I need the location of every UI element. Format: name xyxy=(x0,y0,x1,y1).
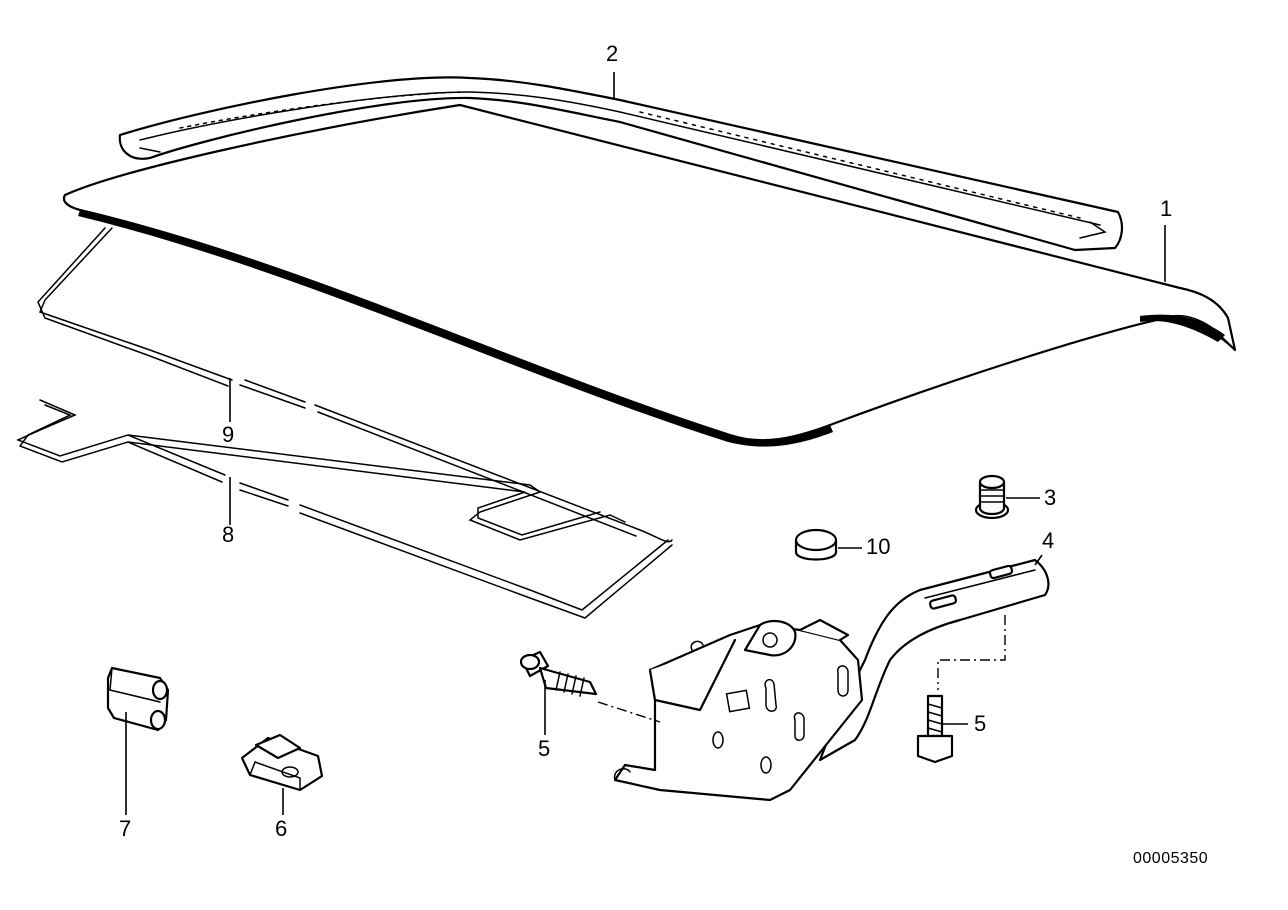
callout-8: 8 xyxy=(222,522,235,547)
reference-number: 00005350 xyxy=(1133,850,1209,867)
callout-10: 10 xyxy=(866,534,891,559)
torsion-bar-8 xyxy=(16,399,673,619)
callout-6: 6 xyxy=(275,816,288,841)
callout-2: 2 xyxy=(606,41,619,66)
callout-4: 4 xyxy=(1042,528,1055,553)
bolt-5a xyxy=(519,650,598,697)
plug-10 xyxy=(794,528,838,561)
callout-5-left: 5 xyxy=(538,736,551,761)
callout-9: 9 xyxy=(222,422,235,447)
callout-7: 7 xyxy=(119,816,132,841)
bolt-5b xyxy=(916,694,954,764)
hinge-4 xyxy=(818,558,1050,762)
leader-lines xyxy=(125,72,1166,815)
buffer-3 xyxy=(974,474,1010,520)
trunk-lid xyxy=(62,103,1237,447)
callout-3: 3 xyxy=(1044,485,1057,510)
seal-gasket xyxy=(118,76,1124,252)
support-rod-9 xyxy=(37,227,673,543)
hinge-bracket xyxy=(613,618,864,802)
bushing-7 xyxy=(106,666,170,732)
clip-nut-6 xyxy=(240,733,324,792)
callout-5-right: 5 xyxy=(974,711,987,736)
callout-1: 1 xyxy=(1160,196,1173,221)
